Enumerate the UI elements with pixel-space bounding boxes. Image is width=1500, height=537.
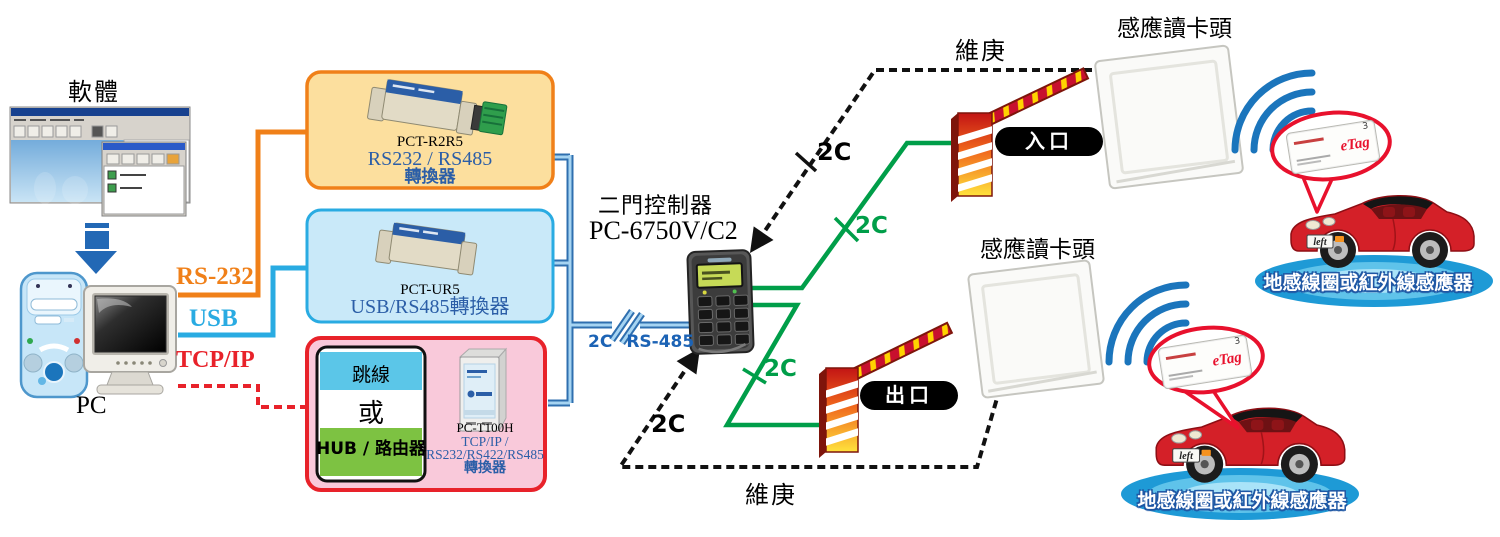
wiegand-label-bottom: 維庚 (745, 481, 797, 509)
pc-monitor (83, 285, 177, 395)
hub-router-label: HUB / 路由器 (315, 439, 427, 459)
exit-reader-label: 感應讀卡頭 (980, 237, 1095, 263)
exit-wire-tick (742, 367, 767, 385)
wiegand-label-top: 維庚 (955, 37, 1007, 65)
jumper-hub-box (315, 345, 427, 483)
bus-break-icon (609, 309, 645, 345)
controller-lcd (695, 262, 744, 289)
bus-rs485-label: RS-485 (626, 332, 695, 352)
entrance-sign: 入口 (995, 127, 1103, 156)
etag-logo: eTag (1211, 349, 1243, 370)
entrance-ground-loop (1255, 255, 1493, 307)
pc-tower (19, 271, 89, 399)
tcpip-link-label: TCP/IP (176, 347, 255, 373)
rs232-converter-box (305, 70, 555, 190)
etag-number: 3 (1361, 121, 1369, 133)
tcpip-converter-model: PC-T100H (456, 420, 514, 435)
entrance-reader-label: 感應讀卡頭 (1117, 16, 1232, 42)
exit-barrier (819, 321, 954, 458)
entrance-door-wire (748, 140, 953, 291)
rs232-converter-labels: PCT-R2R5 RS232 / RS485 轉換器 (307, 134, 553, 186)
wire-arrowheads (676, 226, 774, 375)
door-wires (723, 140, 953, 428)
software-label: 軟體 (68, 78, 120, 106)
entrance-wire-tick (833, 216, 860, 243)
entrance-reader-panel (1094, 44, 1244, 190)
usb-link-label: USB (189, 305, 238, 332)
exit-reader-panel (967, 259, 1105, 399)
entrance-wire-2c-label: 2C (855, 213, 888, 239)
tcpip-converter-line2: RS232/RS422/RS485 (426, 447, 544, 462)
usb-converter-title: USB/RS485轉換器 (350, 296, 510, 318)
tcpip-converter-line1: TCP/IP / (461, 434, 509, 449)
bus-2c-label: 2C (588, 332, 613, 352)
rs232-converter-subtitle: 轉換器 (404, 167, 456, 187)
entrance-reader-2c-label: 2C (817, 138, 852, 166)
exit-wire-2c-label: 2C (764, 356, 797, 382)
controller-model: PC-6750V/C2 (589, 216, 738, 245)
entrance-barrier (951, 67, 1090, 202)
usb-converter-labels: PCT-UR5 USB/RS485轉換器 (307, 282, 553, 318)
jumper-label: 跳線 (351, 364, 390, 386)
bus-label: 2C RS-485 (588, 332, 694, 352)
rs232-link-label: RS-232 (176, 263, 254, 290)
door-controller-device (686, 249, 755, 355)
tcpip-converter-line3: 轉換器 (464, 460, 506, 476)
exit-ground-loop (1121, 468, 1359, 520)
tcpip-wire (178, 384, 307, 409)
reader-wires (616, 68, 1105, 469)
etag-card-line (1165, 352, 1196, 361)
controller-keypad (697, 294, 750, 347)
exit-ground-sensor-label: 地感線圈或紅外線感應器 (1137, 490, 1347, 512)
usb-wire (178, 265, 307, 338)
arrow-to-controller-bottom (676, 348, 700, 375)
rs232-converter-title: RS232 / RS485 (367, 148, 493, 170)
tcpip-converter-device (458, 347, 508, 432)
etag-number: 3 (1233, 336, 1241, 348)
tcpip-converter-labels: PC-T100H TCP/IP / RS232/RS422/RS485 轉換器 (423, 420, 547, 476)
entrance-ground-sensor-label: 地感線圈或紅外線感應器 (1263, 272, 1473, 294)
controller-name: 二門控制器 (598, 194, 714, 219)
rs232-converter-device (367, 79, 508, 136)
entrance-reader-wire-tick (794, 151, 818, 173)
rs232-wire (178, 129, 307, 298)
exit-barrier-arm (846, 321, 954, 383)
rs232-converter-model: PCT-R2R5 (396, 134, 464, 150)
pc-label: PC (76, 392, 107, 419)
download-arrow-icon (75, 223, 117, 274)
exit-door-wire (723, 302, 821, 428)
hub-stripe (320, 428, 422, 476)
usb-converter-device (375, 222, 478, 276)
or-label: 或 (357, 399, 384, 429)
exit-sign: 出口 (860, 381, 958, 410)
exit-reader-wire (616, 358, 1002, 469)
arrow-to-controller-top (750, 226, 774, 253)
etag-card-line (1293, 137, 1324, 146)
jumper-stripe (320, 352, 422, 390)
usb-converter-model: PCT-UR5 (400, 282, 460, 298)
entrance-reader-wire (758, 68, 1105, 240)
software-window-secondary (101, 141, 187, 217)
etag-logo: eTag (1339, 134, 1371, 155)
rs485-bus-wire (548, 153, 692, 407)
entrance-barrier-arm (979, 67, 1090, 129)
exit-reader-2c-label: 2C (651, 410, 686, 438)
